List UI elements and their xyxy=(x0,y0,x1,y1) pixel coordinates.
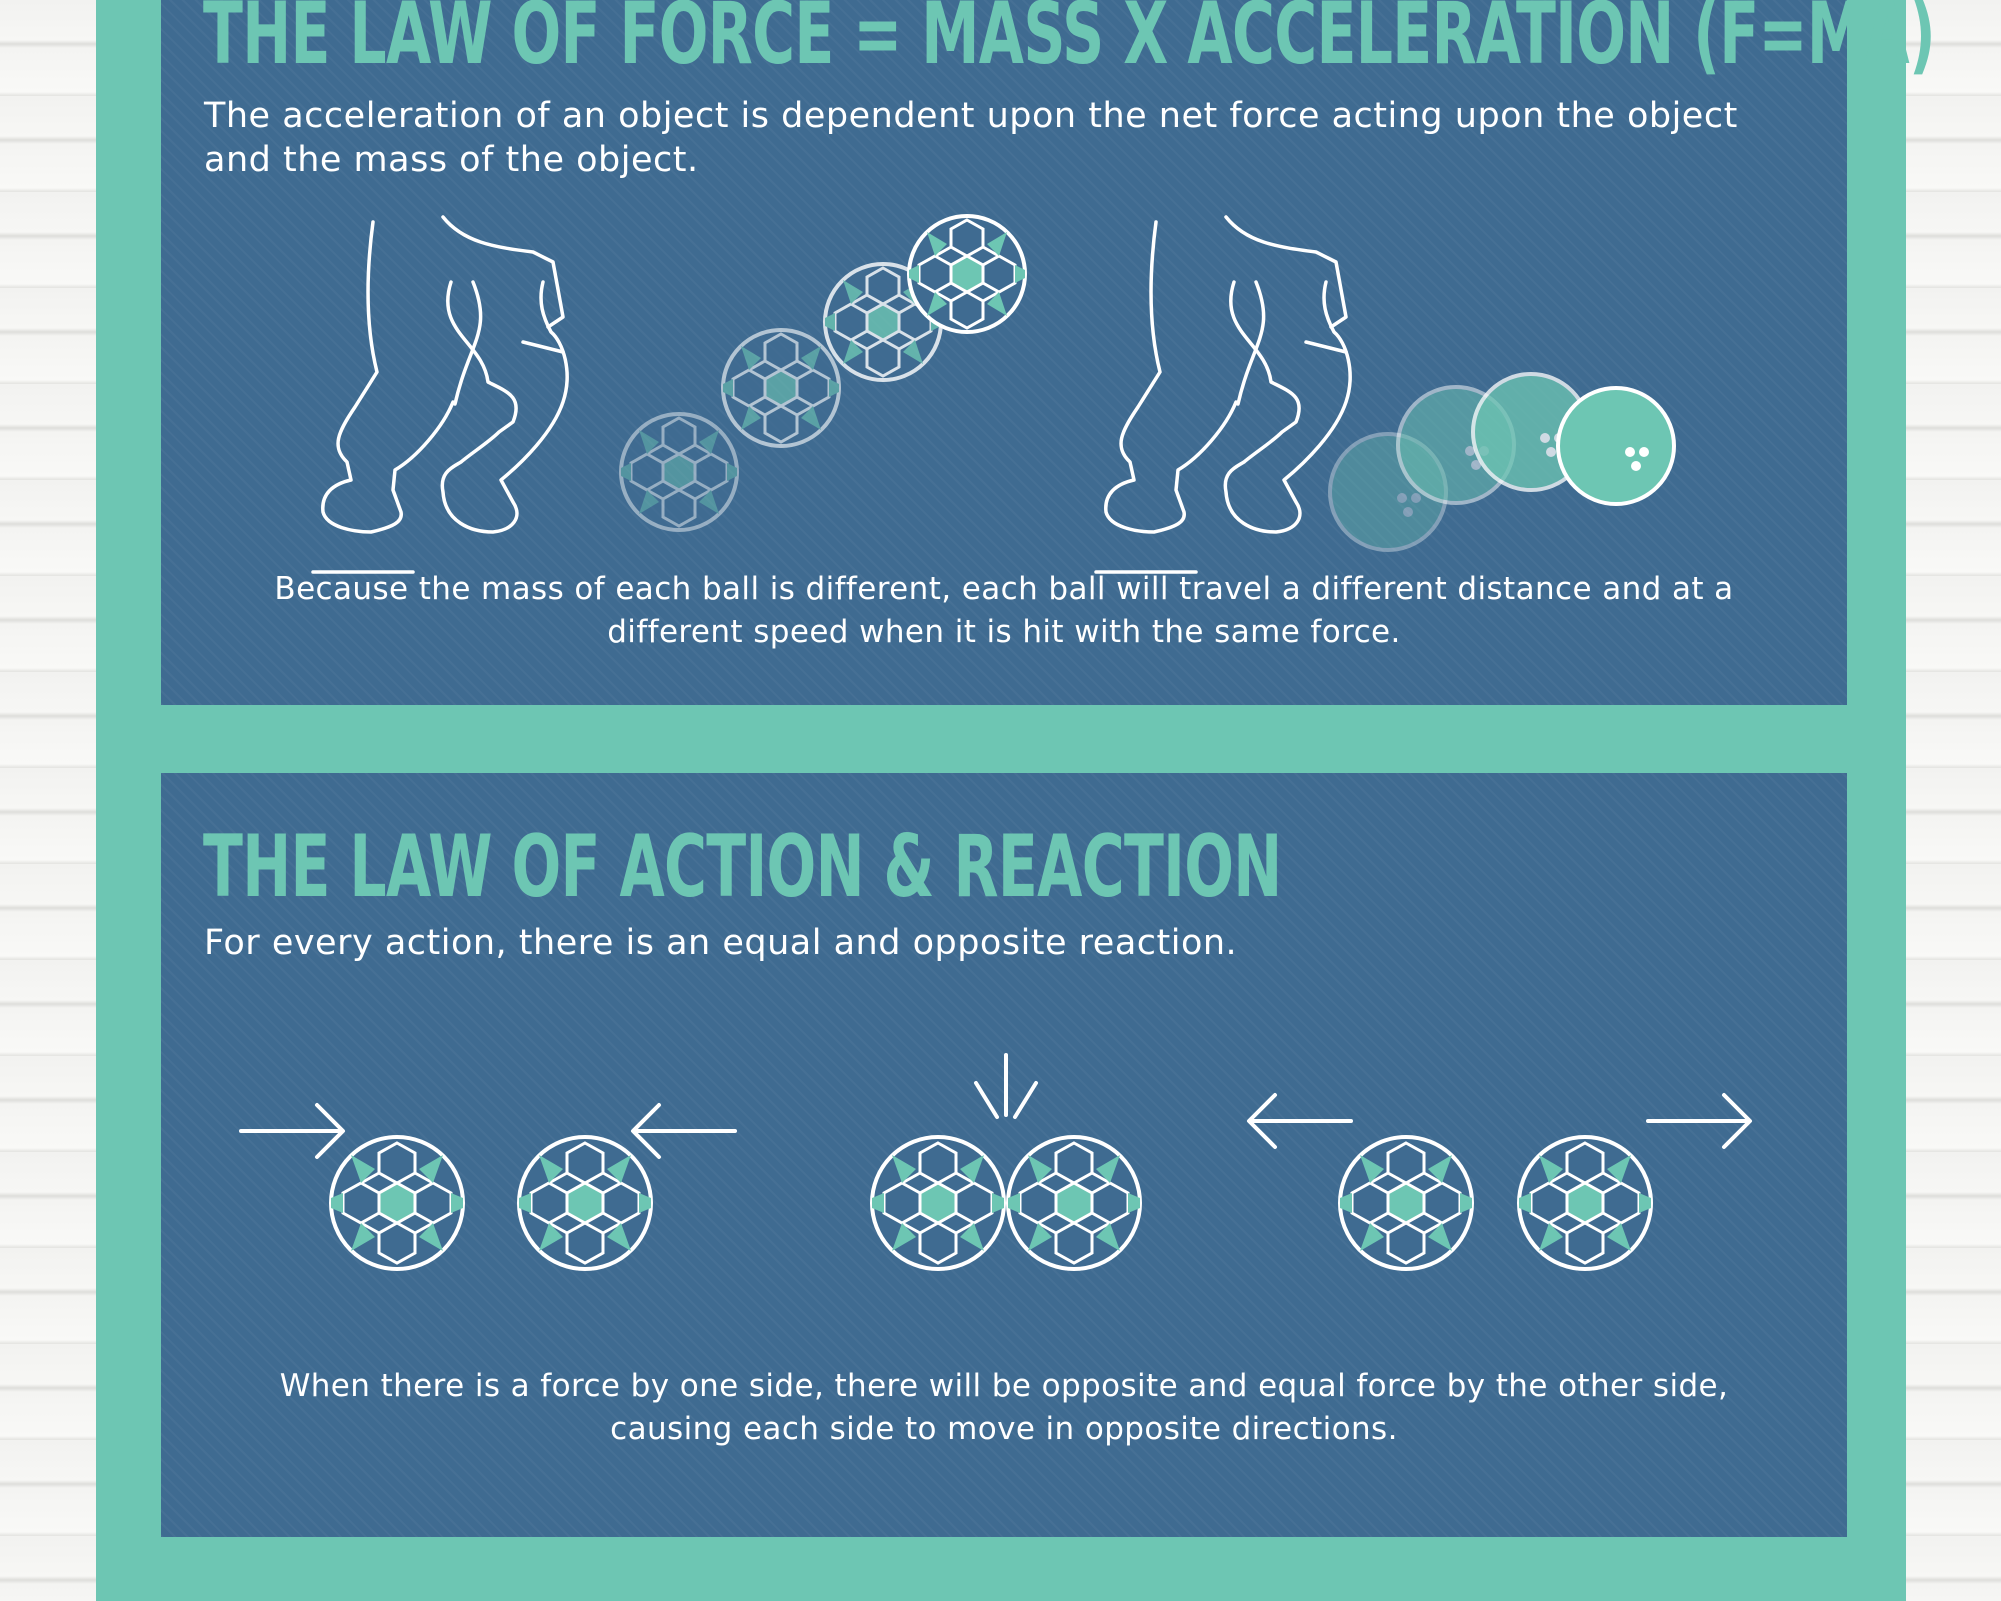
soccer-ball-icon xyxy=(1338,1135,1474,1271)
force-section-heading: THE LAW OF FORCE = MASS X ACCELERATION (… xyxy=(203,0,1936,84)
soccer-ball-icon xyxy=(619,412,739,532)
soccer-ball-icon xyxy=(870,1135,1006,1271)
action-section-lead: For every action, there is an equal and … xyxy=(204,923,1238,963)
action-section-heading: THE LAW OF ACTION & REACTION xyxy=(203,817,1282,917)
action-section-caption: When there is a force by one side, there… xyxy=(279,1368,1729,1447)
arrow-left-icon xyxy=(1247,1093,1353,1149)
arrow-right-icon xyxy=(1646,1093,1752,1149)
force-section-caption: Because the mass of each ball is differe… xyxy=(274,571,1734,650)
soccer-ball-icon xyxy=(1517,1135,1653,1271)
impact-lines-icon xyxy=(974,1053,1038,1119)
action-reaction-illustration xyxy=(239,1053,1752,1271)
kicking-leg-icon xyxy=(311,215,569,574)
force-mass-section: THE LAW OF FORCE = MASS X ACCELERATION (… xyxy=(161,0,1936,705)
arrow-left-icon xyxy=(631,1103,737,1159)
soccer-ball-icon xyxy=(1006,1135,1142,1271)
soccer-ball-icon xyxy=(329,1135,465,1271)
force-section-lead: The acceleration of an object is depende… xyxy=(204,96,1738,180)
arrow-right-icon xyxy=(239,1103,345,1159)
bowling-ball-icon xyxy=(1556,386,1676,506)
soccer-ball-icon xyxy=(907,214,1027,334)
kicking-leg-icon xyxy=(1094,215,1352,574)
soccer-ball-icon xyxy=(517,1135,653,1271)
force-illustration xyxy=(311,214,1676,574)
soccer-ball-icon xyxy=(721,328,841,448)
infographic-frame: THE LAW OF FORCE = MASS X ACCELERATION (… xyxy=(96,0,1936,1601)
action-reaction-section: THE LAW OF ACTION & REACTION For every a… xyxy=(161,773,1847,1537)
